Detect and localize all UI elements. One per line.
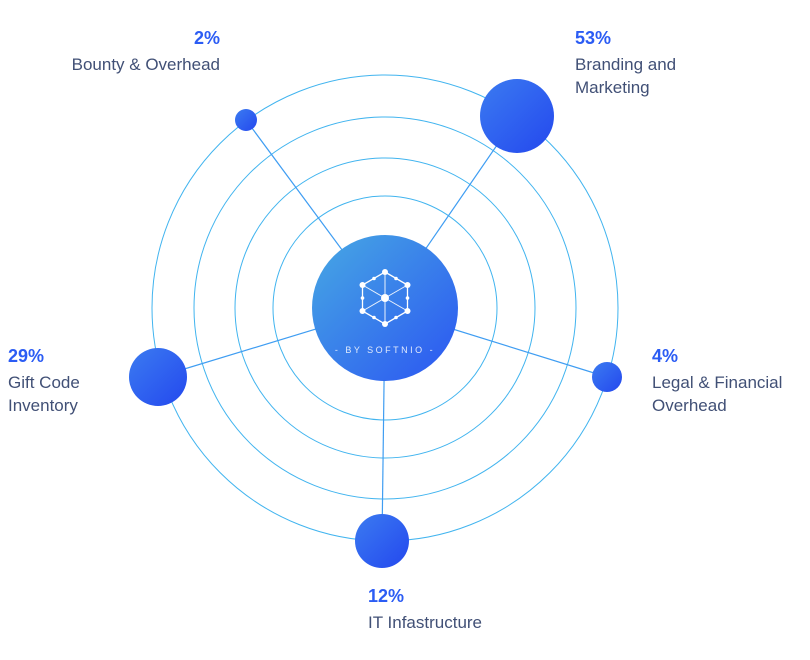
orbit-ring-2	[234, 157, 536, 459]
label-giftcode: 29% Gift Code Inventory	[8, 344, 108, 418]
percent-legal: 4%	[652, 346, 679, 366]
label-bounty-text: Bounty & Overhead	[71, 55, 220, 75]
bubble-bounty	[235, 109, 257, 131]
label-branding: 53% Branding and Marketing	[575, 26, 710, 100]
label-legal-text: Legal & Financial Overhead	[652, 373, 783, 416]
percent-branding: 53%	[575, 28, 612, 48]
percent-giftcode: 29%	[8, 346, 45, 366]
bubble-branding	[480, 79, 554, 153]
percent-it: 12%	[368, 586, 405, 606]
label-legal: 4% Legal & Financial Overhead	[652, 344, 810, 418]
hexagon-spokes	[362, 272, 408, 324]
bubble-it	[355, 514, 409, 568]
orbit-ring-3	[193, 116, 577, 500]
bubble-giftcode	[129, 348, 187, 406]
label-branding-text: Branding and Marketing	[575, 55, 677, 98]
label-bounty: 2% Bounty & Overhead	[30, 26, 220, 77]
label-it-text: IT Infastructure	[368, 613, 483, 633]
allocation-bubbles	[129, 79, 622, 568]
orbit-ring-1	[272, 195, 498, 421]
percent-bounty: 2%	[193, 28, 220, 48]
hexagon-nodes	[359, 269, 411, 327]
network-logo-icon	[359, 269, 411, 327]
label-giftcode-text: Gift Code Inventory	[8, 373, 80, 416]
bubble-legal	[592, 362, 622, 392]
label-it: 12% IT Infastructure	[368, 584, 588, 635]
center-badge: - BY SOFTNIO -	[335, 345, 435, 355]
